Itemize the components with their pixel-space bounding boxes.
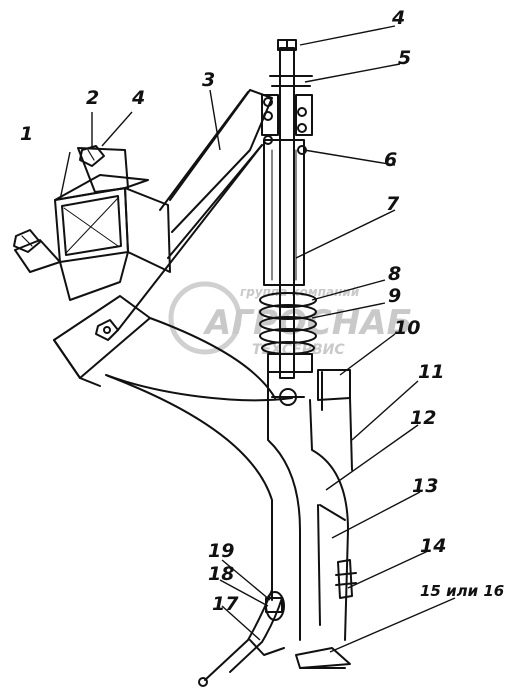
callout-label: 18: [208, 563, 234, 585]
callout-label: 4: [131, 87, 145, 109]
wing-nut: [335, 559, 357, 599]
callout-label: 14: [420, 535, 446, 557]
callout-label: 12: [410, 407, 436, 429]
callout-label: 19: [208, 540, 234, 562]
leader-lines: [59, 25, 456, 653]
mounting-clamp: [14, 147, 171, 387]
watermark: группа компаний АГРОСНАБ ТЕХСЕРВИС: [168, 281, 412, 358]
callout-label: 4: [391, 7, 405, 29]
callout-label: 5: [398, 47, 411, 69]
diagonal-strut: [159, 89, 273, 259]
share: [295, 647, 351, 669]
callout-label: 15 или 16: [420, 582, 504, 600]
watermark-emblem-icon: [168, 281, 242, 355]
callout-label: 10: [394, 317, 420, 339]
callout-label: 2: [86, 87, 99, 109]
callout-label: 3: [202, 69, 215, 91]
callout-labels: 1 2 4 3 4 5 6 7 8 9 10 11 12 13 14 15 ил…: [20, 7, 504, 615]
callout-label: 6: [384, 149, 397, 171]
watermark-main-text: АГРОСНАБ: [202, 303, 412, 343]
clamp-bolt-top: [79, 145, 105, 167]
callout-label: 8: [388, 263, 401, 285]
callout-label: 17: [212, 593, 239, 615]
callout-label: 1: [20, 123, 33, 145]
compression-spring: [259, 292, 317, 355]
spring-rod-assembly: [259, 39, 317, 406]
plate-bolt: [95, 319, 119, 341]
clamp-bolt-left: [13, 229, 41, 253]
callout-label: 9: [388, 285, 401, 307]
callout-label: 11: [418, 361, 444, 383]
callout-label: 7: [386, 193, 400, 215]
tine-frame: [105, 144, 293, 601]
callout-label: 13: [412, 475, 438, 497]
